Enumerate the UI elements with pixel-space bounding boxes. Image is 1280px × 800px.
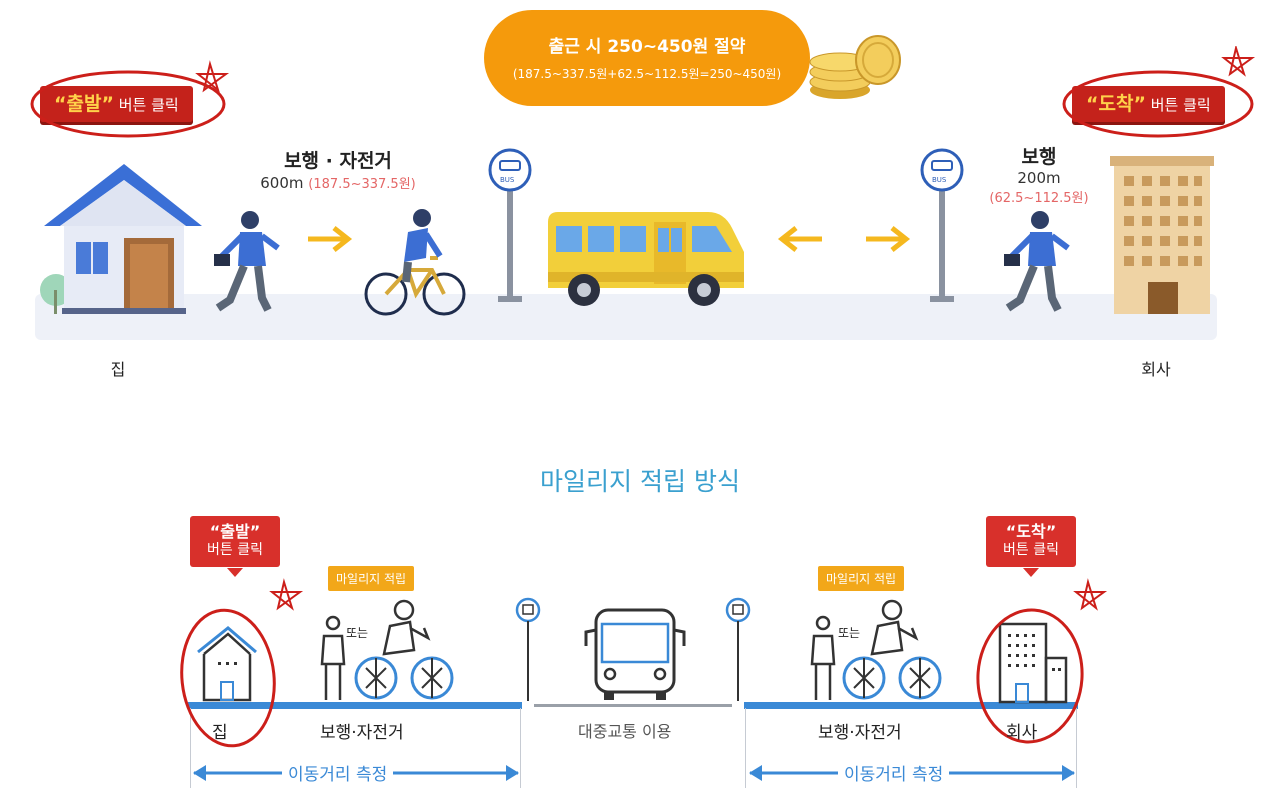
transit-label: 대중교통 이용: [578, 722, 672, 741]
walk-bike-label-right: 보행·자전거: [818, 723, 902, 743]
arrow-left-icon: [777, 226, 822, 252]
arrive-tag-text: 버튼 클릭: [1003, 542, 1059, 558]
bus-sign-text-right: BUS: [932, 176, 947, 184]
home-label: 집: [110, 360, 126, 379]
divider: [520, 708, 521, 788]
baseline-left: [188, 702, 522, 709]
start-tag-quote: “출발”: [209, 522, 261, 541]
office-outline-icon: [998, 622, 1068, 704]
baseline-right: [744, 702, 1078, 709]
baseline-transit: [534, 704, 732, 707]
walk-bike-label-left: 보행·자전거: [320, 723, 404, 743]
cyclist-outline-icon: [842, 599, 942, 700]
bus-stop-left: BUS: [488, 148, 532, 308]
measure-label-left: 이동거리 측정: [282, 760, 394, 785]
bus-stop-sign-icon: [920, 148, 964, 302]
segment-walk-distance: 200m: [1017, 169, 1061, 187]
bus-stop-sign-icon: [488, 148, 532, 302]
start-quote: “출발”: [54, 93, 114, 115]
house-icon: [40, 164, 202, 314]
mileage-tag-right: 마일리지 적립: [818, 566, 905, 591]
arrive-tag-pointer: [1023, 568, 1039, 577]
divider: [1076, 708, 1077, 788]
pedestrian-outline-icon: [320, 615, 346, 700]
start-tag-pointer: [227, 568, 243, 577]
measure-label-right: 이동거리 측정: [838, 760, 950, 785]
bus-icon: [548, 212, 744, 306]
segment-walk-bike-range: (187.5~337.5원): [308, 177, 416, 192]
bus-stop-sign-icon: [515, 597, 541, 701]
divider: [745, 708, 746, 788]
work-label: 회사: [1141, 360, 1171, 379]
bus-front-outline-icon: [584, 608, 686, 700]
or-text-left: 또는: [346, 626, 369, 640]
arrive-button-banner: “도착” 버튼 클릭: [1072, 86, 1225, 122]
pedestrian-outline-icon: [810, 615, 836, 700]
start-tag: “출발” 버튼 클릭: [190, 516, 280, 567]
mileage-tag-left: 마일리지 적립: [328, 566, 415, 591]
walking-man-icon: [214, 211, 280, 312]
cyclist-icon: [364, 209, 466, 316]
segment-walk-bike-title: 보행 · 자전거: [284, 150, 392, 172]
start-button-text: 버튼 클릭: [113, 96, 179, 114]
start-circle-mark: [180, 578, 304, 748]
bus-stop-right: BUS: [920, 148, 964, 308]
section-title: 마일리지 적립 방식: [540, 467, 740, 496]
office-building-icon: [1110, 156, 1214, 314]
arrow-right-icon: [308, 226, 353, 252]
arrive-button-text: 버튼 클릭: [1145, 96, 1211, 114]
savings-formula: (187.5~337.5원+62.5~112.5원=250~450원): [512, 67, 782, 81]
coins-icon: [809, 35, 901, 99]
segment-walk-title: 보행: [1021, 146, 1057, 168]
arrive-circle-mark: [1062, 46, 1256, 138]
savings-headline: 출근 시 250~450원 절약: [548, 37, 746, 57]
arrive-circle-mark: [976, 578, 1108, 744]
savings-bubble: 출근 시 250~450원 절약 (187.5~337.5원+62.5~112.…: [484, 10, 810, 106]
house-outline-icon: [197, 626, 257, 702]
divider: [190, 708, 191, 788]
arrow-right-icon: [866, 226, 911, 252]
work-label-bottom: 회사: [1006, 723, 1038, 743]
bus-stop-sign-icon: [725, 597, 751, 701]
cyclist-outline-icon: [354, 599, 454, 700]
walking-man-icon: [1004, 211, 1070, 312]
start-tag-text: 버튼 클릭: [207, 542, 263, 558]
start-circle-mark: [30, 60, 230, 138]
segment-walk-bike: 보행 · 자전거 600m (187.5~337.5원): [258, 146, 418, 192]
arrive-tag-quote: “도착”: [1005, 522, 1057, 541]
segment-walk-range: (62.5~112.5원): [989, 191, 1089, 206]
bus-sign-text-left: BUS: [500, 176, 515, 184]
arrive-quote: “도착”: [1086, 93, 1146, 115]
or-text-right: 또는: [838, 626, 861, 640]
segment-walk-bike-distance: 600m: [260, 174, 304, 192]
home-label-bottom: 집: [212, 723, 228, 743]
segment-walk: 보행 200m (62.5~112.5원): [974, 142, 1104, 206]
start-button-banner: “출발” 버튼 클릭: [40, 86, 193, 122]
arrive-tag: “도착” 버튼 클릭: [986, 516, 1076, 567]
